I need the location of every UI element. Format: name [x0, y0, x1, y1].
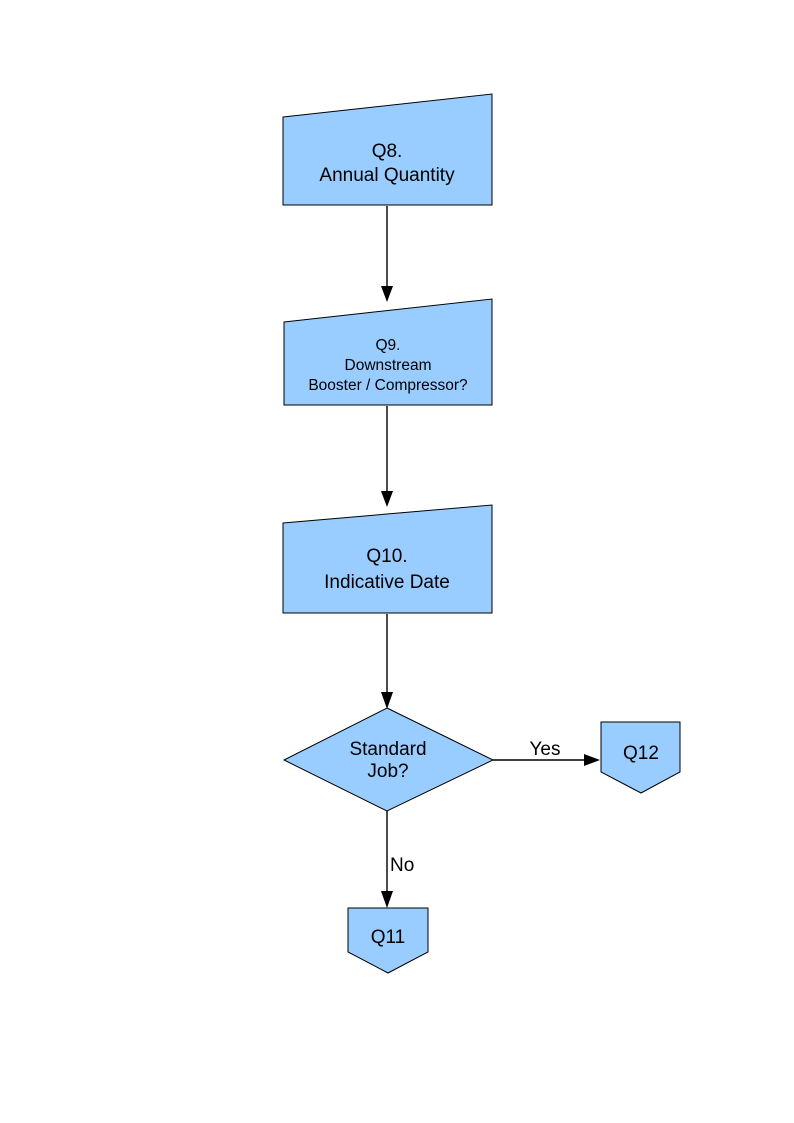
q12-shape[interactable]	[600, 721, 681, 794]
edge-decision-q12-arrowhead-icon	[584, 754, 600, 766]
q9-label-line1: Q9.	[376, 337, 401, 354]
q8-label-line1: Q8.	[372, 141, 403, 162]
node-q12[interactable]: Q12	[600, 721, 681, 794]
edge-q8-q9-arrowhead-icon	[381, 286, 393, 302]
edge-decision-q11-arrowhead-icon	[381, 891, 393, 908]
edge-q10-decision	[381, 614, 393, 709]
q10-label-line2: Indicative Date	[324, 572, 450, 593]
q8-label-line2: Annual Quantity	[319, 165, 455, 186]
edge-decision-q11-no: No	[381, 811, 414, 908]
q12-label: Q12	[623, 743, 659, 764]
decision-label-line2: Job?	[367, 761, 408, 782]
edge-q9-q10	[381, 406, 393, 507]
edge-q10-decision-arrowhead-icon	[381, 692, 393, 709]
edge-q9-q10-arrowhead-icon	[381, 491, 393, 507]
decision-label-line1: Standard	[349, 739, 426, 760]
q8-shape[interactable]	[282, 93, 493, 206]
node-decision-standard-job[interactable]: Standard Job?	[282, 707, 495, 812]
q10-shape[interactable]	[282, 504, 493, 614]
node-q8[interactable]: Q8. Annual Quantity	[282, 93, 493, 206]
q11-shape[interactable]	[347, 907, 429, 974]
q11-label: Q11	[371, 927, 406, 948]
node-q9[interactable]: Q9. Downstream Booster / Compressor?	[283, 298, 493, 406]
q9-label-line3: Booster / Compressor?	[308, 377, 468, 394]
node-q10[interactable]: Q10. Indicative Date	[282, 504, 493, 614]
q9-label-line2: Downstream	[345, 357, 432, 374]
q9-shape[interactable]	[283, 298, 493, 406]
q10-label-line1: Q10.	[366, 546, 407, 567]
edge-label-no: No	[390, 855, 414, 876]
node-q11[interactable]: Q11	[347, 907, 429, 974]
edge-label-yes: Yes	[530, 739, 561, 760]
edge-decision-q12-yes: Yes	[493, 739, 600, 766]
edge-q8-q9	[381, 206, 393, 302]
